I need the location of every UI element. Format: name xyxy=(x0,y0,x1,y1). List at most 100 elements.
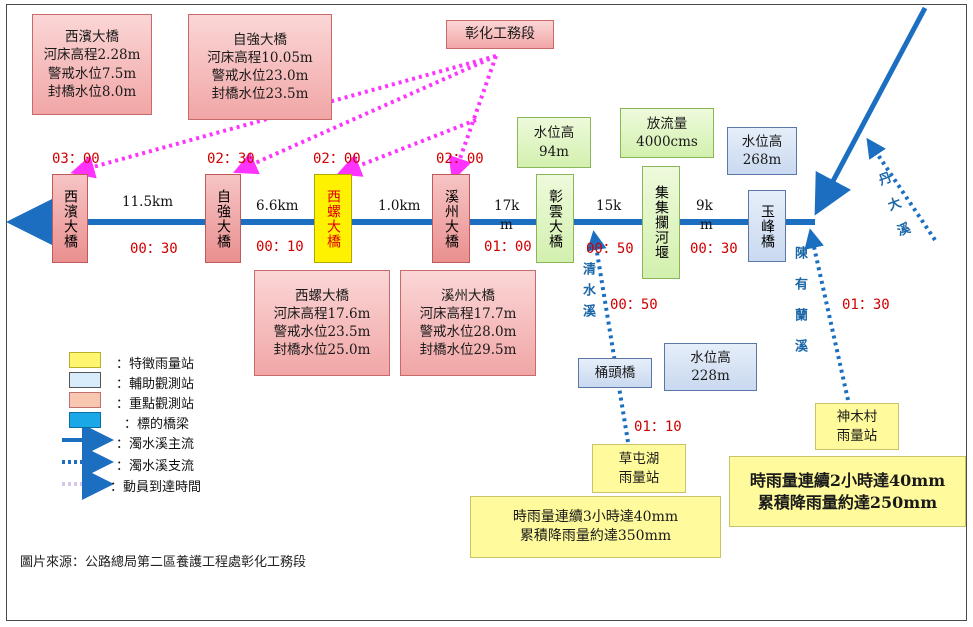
station-yufeng: 玉峰橋 xyxy=(748,190,786,262)
changhua-office-label: 彰化工務段 xyxy=(465,26,535,43)
xibin-info-warn: 警戒水位7.5m xyxy=(47,65,137,82)
upper-river-line xyxy=(814,6,928,216)
distance-6: 9k xyxy=(696,198,713,214)
arrival-time-xizhou: 02：00 xyxy=(436,151,484,167)
travel-time-qingshui: 00：50 xyxy=(610,297,658,313)
outflow-value: 4000cms xyxy=(636,134,698,150)
station-ziqiang-label: 自強大橋 xyxy=(215,188,231,249)
distance-6-unit: m xyxy=(700,217,713,233)
dan-creek-line xyxy=(866,137,937,242)
station-yufeng-label: 玉峰橋 xyxy=(759,203,775,249)
station-xiluo: 西螺大橋 xyxy=(314,174,352,263)
xibin-info-name: 西濱大橋 xyxy=(65,29,119,46)
station-xibin: 西濱大橋 xyxy=(52,174,88,263)
right-rain-threshold-note: 時雨量連續2小時達40mm 累積降雨量約達250mm xyxy=(729,456,966,527)
ziqiang-info-name: 自強大橋 xyxy=(233,31,287,48)
distance-2: 6.6km xyxy=(256,198,299,214)
xizhou-info-box: 溪州大橋 河床高程17.7m 警戒水位28.0m 封橋水位29.5m xyxy=(400,270,536,376)
xizhou-info-warn: 警戒水位28.0m xyxy=(419,324,517,340)
water-level-228-box: 水位高 228m xyxy=(664,343,757,391)
ziqiang-info-bed: 河床高程10.05m xyxy=(207,49,313,66)
legend-swatch-rain-station xyxy=(69,352,101,368)
caoling-rain-station: 草屯湖 雨量站 xyxy=(592,444,686,493)
shenmu-rain-station-name: 神木村 xyxy=(836,409,878,426)
arrival-time-ziqiang: 02：30 xyxy=(207,151,255,167)
xibin-info-close: 封橋水位8.0m xyxy=(47,83,137,100)
left-rain-threshold-note: 時雨量連續3小時達40mm 累積降雨量約達350mm xyxy=(470,496,721,558)
water-level-228-value: 228m xyxy=(691,368,730,384)
tongtou-bridge-box: 桶頭橋 xyxy=(578,358,652,388)
legend-swatch-aux-station xyxy=(69,372,101,388)
xibin-info-box: 西濱大橋 河床高程2.28m 警戒水位7.5m 封橋水位8.0m xyxy=(32,14,152,115)
station-xibin-label: 西濱大橋 xyxy=(62,188,78,249)
ziqiang-info-warn: 警戒水位23.0m xyxy=(211,68,309,84)
xiluo-info-bed: 河床高程17.6m xyxy=(273,305,371,322)
arrival-time-xiluo: 02：00 xyxy=(313,151,361,167)
xiluo-info-close: 封橋水位25.0m xyxy=(273,342,371,359)
water-level-94-title: 水位高 xyxy=(533,125,575,142)
legend-arrival-time: ：動員到達時間 xyxy=(110,480,202,495)
xibin-info-bed: 河床高程2.28m xyxy=(43,47,141,64)
legend-swatch-target-bridge xyxy=(69,412,101,428)
station-zhangyun: 彰雲大橋 xyxy=(536,174,574,263)
dispatch-arrow-xiluo xyxy=(336,118,477,177)
station-ziqiang: 自強大橋 xyxy=(205,174,241,263)
station-xizhou: 溪州大橋 xyxy=(432,174,470,263)
legend-aux-station: ：輔助觀測站 xyxy=(116,377,195,392)
dispatch-arrow-xizhou xyxy=(448,55,498,182)
legend-rain-station: ：特徵雨量站 xyxy=(116,357,195,372)
distance-3: 1.0km xyxy=(378,198,421,214)
water-level-94-box: 水位高 94m xyxy=(517,117,591,168)
ziqiang-info-close: 封橋水位23.5m xyxy=(211,86,309,103)
xizhou-info-close: 封橋水位29.5m xyxy=(419,342,517,359)
distance-5: 15k xyxy=(596,198,622,214)
right-rain-threshold-line1: 時雨量連續2小時達40mm xyxy=(749,470,946,490)
shenmu-rain-station: 神木村 雨量站 xyxy=(815,403,899,450)
shenmu-rain-station-type: 雨量站 xyxy=(836,427,878,444)
ziqiang-info-box: 自強大橋 河床高程10.05m 警戒水位23.0m 封橋水位23.5m xyxy=(188,14,332,120)
distance-4-unit: m xyxy=(500,217,513,233)
outflow-title: 放流量 xyxy=(646,115,688,132)
caoling-rain-station-type: 雨量站 xyxy=(618,469,660,486)
travel-time-1: 00：30 xyxy=(130,241,178,257)
legend-tributary: ：濁水溪支流 xyxy=(116,459,195,474)
image-source-caption: 圖片來源：公路總局第二區養護工程處彰化工務段 xyxy=(20,555,307,570)
water-level-268-value: 268m xyxy=(742,152,782,168)
xiluo-info-warn: 警戒水位23.5m xyxy=(273,324,371,340)
right-rain-threshold-line2: 累積降雨量約達250mm xyxy=(757,492,938,512)
xiluo-info-name: 西螺大橋 xyxy=(295,287,349,304)
tongtou-bridge-label: 桶頭橋 xyxy=(594,364,636,381)
xiluo-info-box: 西螺大橋 河床高程17.6m 警戒水位23.5m 封橋水位25.0m xyxy=(254,270,390,376)
water-level-228-title: 水位高 xyxy=(690,349,731,366)
travel-time-5: 00：30 xyxy=(690,241,738,257)
arrival-time-xibin: 03：00 xyxy=(52,151,100,167)
xizhou-info-bed: 河床高程17.7m xyxy=(419,305,517,322)
legend-swatch-key-station xyxy=(69,392,101,408)
travel-time-4: 00：50 xyxy=(586,241,634,257)
travel-time-caoling: 01：10 xyxy=(634,419,682,435)
qingshui-creek-label: 清水溪 xyxy=(580,262,595,325)
legend-key-station: ：重點觀測站 xyxy=(116,397,195,412)
dispatch-arrow-xibin xyxy=(70,54,497,179)
changhua-office-box: 彰化工務段 xyxy=(446,20,554,49)
left-rain-threshold-line2: 累積降雨量約達350mm xyxy=(519,528,672,544)
water-level-94-value: 94m xyxy=(539,143,569,160)
station-jiji: 集集攔河堰 xyxy=(642,166,680,279)
travel-time-2: 00：10 xyxy=(256,239,304,255)
station-xizhou-label: 溪州大橋 xyxy=(443,188,459,249)
travel-time-chenyoulan: 01：30 xyxy=(842,297,890,313)
station-jiji-label: 集集攔河堰 xyxy=(653,185,669,260)
water-level-268-title: 水位高 xyxy=(741,133,783,150)
distance-4: 17k xyxy=(494,198,520,214)
caoling-rain-station-name: 草屯湖 xyxy=(618,451,660,468)
outflow-box: 放流量 4000cms xyxy=(620,108,714,158)
distance-1: 11.5km xyxy=(122,194,174,210)
legend-target-bridge: ：標的橋梁 xyxy=(124,417,190,432)
station-zhangyun-label: 彰雲大橋 xyxy=(547,188,563,249)
qingshui-creek-line xyxy=(586,230,630,443)
chenyoulan-creek-label: 陳有蘭溪 xyxy=(792,246,807,370)
xizhou-info-name: 溪州大橋 xyxy=(441,287,495,304)
station-xiluo-label: 西螺大橋 xyxy=(325,188,341,249)
legend-main-river: ：濁水溪主流 xyxy=(116,437,195,452)
